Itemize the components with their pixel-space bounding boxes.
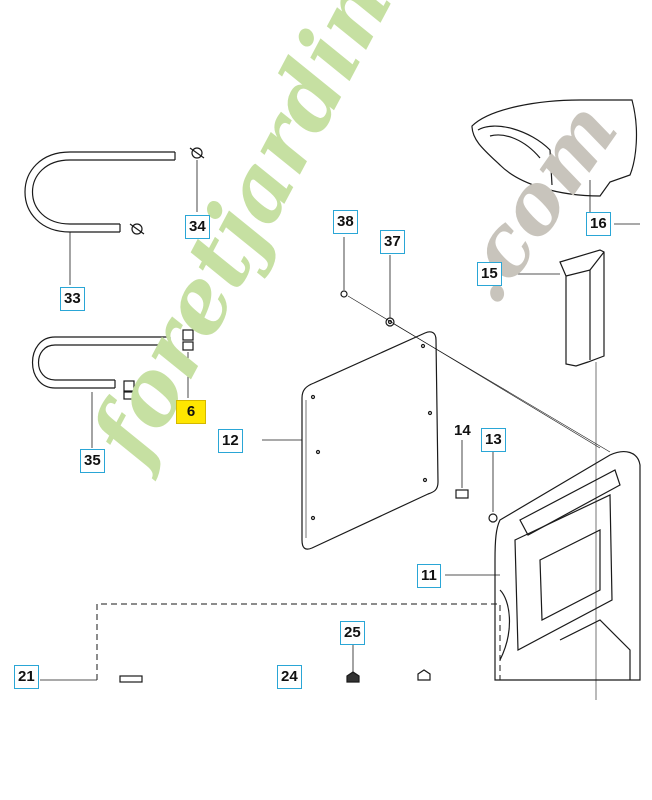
callout-13[interactable]: 13 — [481, 428, 506, 452]
callout-14[interactable]: 14 — [454, 422, 471, 439]
fitting-6-bottom — [123, 380, 135, 392]
clamp-34-top — [189, 147, 205, 159]
washer-37 — [385, 317, 395, 327]
callout-11[interactable]: 11 — [417, 564, 441, 588]
housing-11 — [494, 451, 641, 681]
clamp-34-bottom — [129, 223, 145, 235]
callout-24[interactable]: 24 — [277, 665, 302, 689]
fitting-6-top — [182, 329, 194, 341]
callout-12[interactable]: 12 — [218, 429, 243, 453]
nut-25 — [346, 671, 360, 683]
plate-12 — [301, 331, 439, 550]
callout-21[interactable]: 21 — [14, 665, 39, 689]
callout-38[interactable]: 38 — [333, 210, 358, 234]
callout-35[interactable]: 35 — [80, 449, 105, 473]
callout-15[interactable]: 15 — [477, 262, 502, 286]
callout-6[interactable]: 6 — [176, 400, 206, 424]
callout-16[interactable]: 16 — [586, 212, 611, 236]
hose-35 — [32, 336, 170, 389]
callout-33[interactable]: 33 — [60, 287, 85, 311]
screw-38 — [340, 290, 348, 298]
screw-14 — [455, 489, 469, 499]
callout-37[interactable]: 37 — [380, 230, 405, 254]
hose-33 — [24, 151, 175, 233]
washer-13 — [488, 513, 498, 523]
callout-34[interactable]: 34 — [185, 215, 210, 239]
callout-25[interactable]: 25 — [340, 621, 365, 645]
housing-16 — [471, 99, 638, 197]
nut-small — [417, 669, 431, 681]
bracket-15 — [559, 249, 605, 367]
